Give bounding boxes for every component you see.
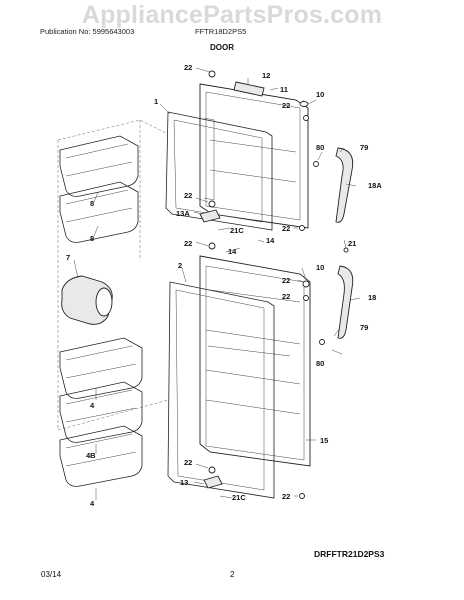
callout-79: 79 (360, 143, 368, 152)
model-number: FFTR18D2PS5 (195, 27, 247, 36)
callout-15: 15 (320, 436, 328, 445)
callout-79: 79 (360, 323, 368, 332)
dairy-container (61, 275, 113, 325)
screw-part (208, 70, 216, 78)
callout-12: 12 (262, 71, 270, 80)
fresh-food-door-gasket (167, 281, 275, 499)
freezer-door-gasket (165, 111, 273, 231)
hinge-part (203, 475, 223, 489)
callout-22: 22 (282, 292, 290, 301)
callout-14: 14 (266, 236, 275, 245)
callout-18: 18 (368, 293, 376, 302)
screw-part (208, 242, 216, 250)
callout-8: 8 (90, 199, 94, 208)
screw-part (343, 247, 349, 253)
fresh-food-handle (337, 265, 354, 339)
freezer-handle (335, 147, 354, 223)
callout-21C: 21C (232, 493, 246, 502)
screw-part (303, 295, 309, 301)
callout-18A: 18A (368, 181, 382, 190)
callout-7: 7 (66, 253, 70, 262)
callout-10: 10 (316, 90, 324, 99)
screw-part (208, 466, 216, 474)
fresh-food-door-assembly (167, 255, 354, 499)
callout-22: 22 (282, 276, 290, 285)
fresh-food-door-outer-panel (199, 255, 311, 467)
callout-4B: 4B (86, 451, 96, 460)
freezer-door-assembly (165, 70, 354, 253)
callout-13: 13 (180, 478, 188, 487)
screw-part (299, 493, 305, 499)
callout-22: 22 (184, 191, 192, 200)
page-number: 2 (230, 570, 235, 579)
callout-10: 10 (316, 263, 324, 272)
callout-4: 4 (90, 499, 95, 508)
callout-22: 22 (184, 63, 192, 72)
callout-21C: 21C (230, 226, 244, 235)
door-label (233, 81, 265, 97)
screw-part (299, 225, 305, 231)
hinge-part (199, 209, 221, 223)
callout-22: 22 (282, 101, 290, 110)
callout-4: 4 (90, 401, 95, 410)
screw-part (303, 115, 309, 121)
callout-14: 14 (228, 247, 237, 256)
callout-22: 22 (282, 492, 290, 501)
callout-22: 22 (184, 458, 192, 467)
fresh-food-door-shelves (59, 337, 143, 487)
callout-13A: 13A (176, 209, 190, 218)
hinge-cap (299, 101, 309, 107)
print-date: 03/14 (41, 570, 62, 579)
freezer-door-outer-panel (199, 83, 309, 229)
screw-part (208, 200, 216, 208)
callout-11: 11 (280, 85, 288, 94)
freezer-door-shelves (59, 135, 139, 243)
diagram-id: DRFFTR21D2PS3 (314, 549, 385, 559)
callout-1: 1 (154, 97, 158, 106)
callout-22: 22 (282, 224, 290, 233)
callout-21: 21 (348, 239, 356, 248)
callout-2: 2 (178, 261, 182, 270)
screw-part (319, 339, 325, 345)
callout-22: 22 (184, 239, 192, 248)
publication-number: Publication No: 5995643003 (40, 27, 135, 36)
watermark: AppliancePartsPros.com (81, 1, 383, 29)
screw-part (302, 280, 310, 288)
callout-80: 80 (316, 359, 324, 368)
callout-8: 8 (90, 234, 94, 243)
section-title: DOOR (210, 43, 234, 52)
screw-part (313, 161, 319, 167)
callout-80: 80 (316, 143, 324, 152)
